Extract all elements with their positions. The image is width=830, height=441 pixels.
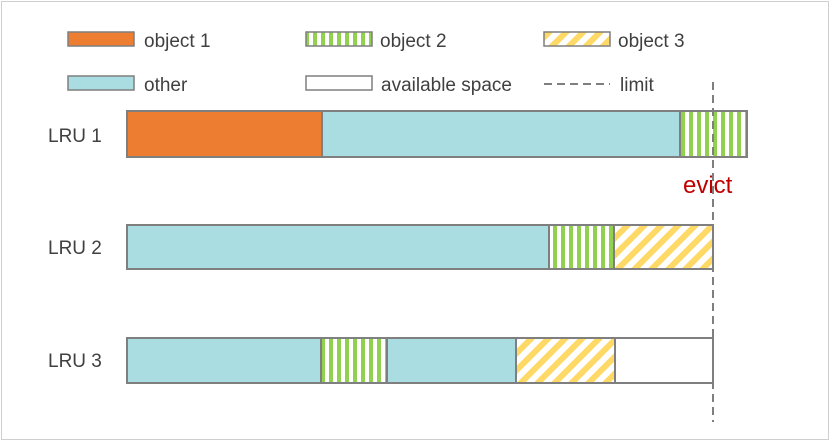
legend-swatch-available: [305, 75, 373, 91]
lru3-object2-segment: [320, 337, 388, 384]
lru3-bar: [126, 337, 714, 384]
row-label-lru3: LRU 3: [48, 351, 102, 372]
lru1-bar: [126, 110, 748, 158]
lru2-object3-segment: [613, 224, 714, 270]
lru1-object1-segment: [126, 110, 323, 158]
lru2-object2-segment: [548, 224, 615, 270]
row-label-lru2: LRU 2: [48, 238, 102, 259]
legend-swatch-object2: [305, 31, 373, 47]
legend-label-available: available space: [381, 75, 512, 96]
legend-swatch-other: [67, 75, 135, 91]
legend-swatch-object1: [67, 31, 135, 47]
lru1-other-segment: [321, 110, 681, 158]
lru2-bar: [126, 224, 714, 270]
lru3-object3-segment: [515, 337, 616, 384]
legend-label-other: other: [144, 75, 188, 96]
legend-label-object2: object 2: [380, 31, 447, 52]
lru3-other-segment-1: [126, 337, 322, 384]
lru2-other-segment: [126, 224, 550, 270]
evict-label: evict: [683, 172, 733, 199]
row-label-lru1: LRU 1: [48, 126, 102, 147]
lru3-available-segment: [614, 337, 714, 384]
legend-swatch-object3: [543, 31, 611, 47]
legend-label-object3: object 3: [618, 31, 685, 52]
lru3-other-segment-2: [386, 337, 517, 384]
legend-label-object1: object 1: [144, 31, 211, 52]
legend-label-limit: limit: [620, 75, 654, 96]
